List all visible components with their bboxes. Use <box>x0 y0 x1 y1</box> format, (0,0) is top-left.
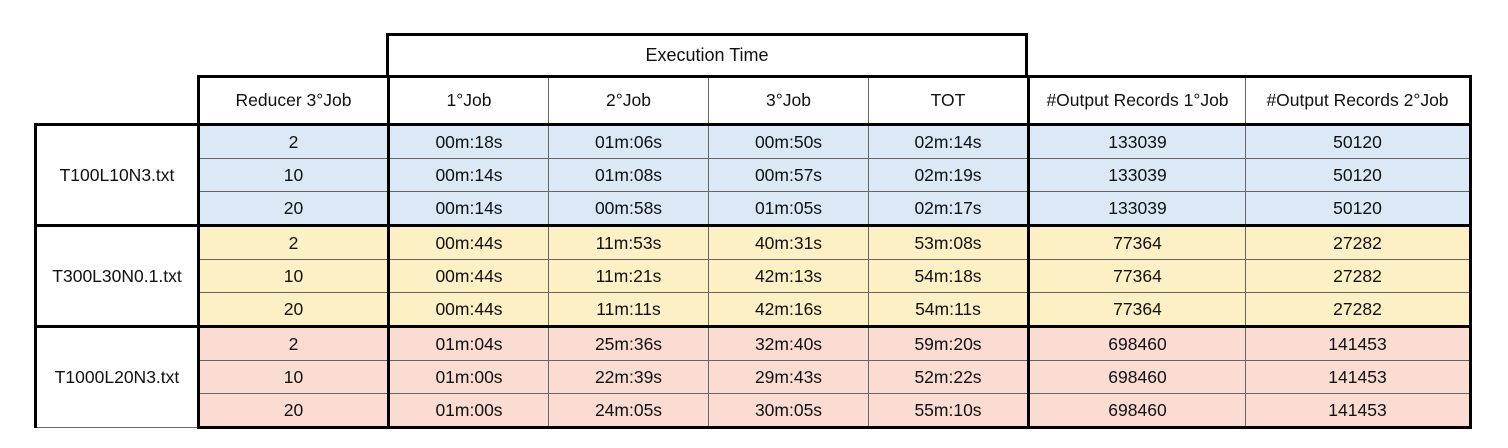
total-time-cell: 54m:18s <box>868 259 1030 293</box>
total-time-cell: 55m:10s <box>868 393 1030 429</box>
output-records-2-cell: 27282 <box>1245 259 1472 293</box>
job2-time-cell: 11m:53s <box>548 224 709 260</box>
output-records-2-cell: 27282 <box>1245 224 1472 260</box>
job2-time-cell: 25m:36s <box>548 325 709 361</box>
reducer-cell: 2 <box>197 325 389 361</box>
job2-time-cell: 22m:39s <box>548 360 709 394</box>
job3-time-cell: 40m:31s <box>708 224 869 260</box>
col-header-output-records-1: #Output Records 1°Job <box>1028 75 1246 126</box>
job1-time-cell: 00m:14s <box>387 191 549 227</box>
output-records-1-cell: 698460 <box>1028 325 1246 361</box>
output-records-1-cell: 133039 <box>1028 191 1246 227</box>
output-records-1-cell: 133039 <box>1028 123 1246 159</box>
job2-time-cell: 00m:58s <box>548 191 709 227</box>
job1-time-cell: 00m:44s <box>387 292 549 328</box>
col-header-reducer: Reducer 3°Job <box>197 75 389 126</box>
table-row: 10 01m:00s 22m:39s 29m:43s 52m:22s 69846… <box>36 360 1472 394</box>
output-records-1-cell: 698460 <box>1028 360 1246 394</box>
job1-time-cell: 00m:44s <box>387 224 549 260</box>
table-row: 10 00m:14s 01m:08s 00m:57s 02m:19s 13303… <box>36 158 1472 192</box>
output-records-1-cell: 698460 <box>1028 393 1246 429</box>
reducer-cell: 20 <box>197 191 389 227</box>
total-time-cell: 02m:14s <box>868 123 1030 159</box>
job3-time-cell: 00m:57s <box>708 158 869 192</box>
job2-time-cell: 11m:11s <box>548 292 709 328</box>
total-time-cell: 53m:08s <box>868 224 1030 260</box>
job2-time-cell: 11m:21s <box>548 259 709 293</box>
table-row: 10 00m:44s 11m:21s 42m:13s 54m:18s 77364… <box>36 259 1472 293</box>
results-table: Reducer 3°Job 1°Job 2°Job 3°Job TOT #Out… <box>34 75 1472 429</box>
col-header-tot: TOT <box>868 75 1030 126</box>
output-records-2-cell: 27282 <box>1245 292 1472 328</box>
corner-cell <box>35 76 199 125</box>
job1-time-cell: 01m:00s <box>387 360 549 394</box>
output-records-1-cell: 77364 <box>1028 224 1246 260</box>
reducer-cell: 2 <box>197 224 389 260</box>
execution-time-header: Execution Time <box>386 33 1028 76</box>
total-time-cell: 02m:17s <box>868 191 1030 227</box>
col-header-output-records-2: #Output Records 2°Job <box>1245 75 1472 126</box>
total-time-cell: 54m:11s <box>868 292 1030 328</box>
table-body: T100L10N3.txt 2 00m:18s 01m:06s 00m:50s … <box>34 123 1472 429</box>
reducer-cell: 2 <box>197 123 389 159</box>
job3-time-cell: 42m:13s <box>708 259 869 293</box>
job1-time-cell: 00m:14s <box>387 158 549 192</box>
job3-time-cell: 00m:50s <box>708 123 869 159</box>
table-row: T100L10N3.txt 2 00m:18s 01m:06s 00m:50s … <box>34 123 1472 226</box>
output-records-1-cell: 77364 <box>1028 292 1246 328</box>
job3-time-cell: 42m:16s <box>708 292 869 328</box>
job2-time-cell: 01m:06s <box>548 123 709 159</box>
output-records-2-cell: 50120 <box>1245 158 1472 192</box>
total-time-cell: 52m:22s <box>868 360 1030 394</box>
table-row: 20 00m:14s 00m:58s 01m:05s 02m:17s 13303… <box>36 191 1472 227</box>
job2-time-cell: 01m:08s <box>548 158 709 192</box>
col-header-job2: 2°Job <box>548 75 709 126</box>
total-time-cell: 02m:19s <box>868 158 1030 192</box>
output-records-1-cell: 77364 <box>1028 259 1246 293</box>
output-records-2-cell: 141453 <box>1245 325 1472 361</box>
col-header-job3: 3°Job <box>708 75 869 126</box>
reducer-cell: 20 <box>197 393 389 429</box>
job1-time-cell: 01m:00s <box>387 393 549 429</box>
output-records-2-cell: 50120 <box>1245 123 1472 159</box>
file-name-cell: T300L30N0.1.txt <box>34 224 200 327</box>
reducer-cell: 10 <box>197 158 389 192</box>
col-header-job1: 1°Job <box>387 75 549 126</box>
output-records-2-cell: 50120 <box>1245 191 1472 227</box>
job3-time-cell: 29m:43s <box>708 360 869 394</box>
table-row: T300L30N0.1.txt 2 00m:44s 11m:53s 40m:31… <box>34 224 1472 327</box>
job1-time-cell: 00m:44s <box>387 259 549 293</box>
table-row: 20 00m:44s 11m:11s 42m:16s 54m:11s 77364… <box>36 292 1472 328</box>
job1-time-cell: 01m:04s <box>387 325 549 361</box>
output-records-1-cell: 133039 <box>1028 158 1246 192</box>
output-records-2-cell: 141453 <box>1245 393 1472 429</box>
job3-time-cell: 32m:40s <box>708 325 869 361</box>
table-row: T1000L20N3.txt 2 01m:04s 25m:36s 32m:40s… <box>34 325 1472 428</box>
total-time-cell: 59m:20s <box>868 325 1030 361</box>
file-name-cell: T100L10N3.txt <box>34 123 200 226</box>
job1-time-cell: 00m:18s <box>387 123 549 159</box>
output-records-2-cell: 141453 <box>1245 360 1472 394</box>
job3-time-cell: 30m:05s <box>708 393 869 429</box>
header-row: Reducer 3°Job 1°Job 2°Job 3°Job TOT #Out… <box>35 75 1472 126</box>
job2-time-cell: 24m:05s <box>548 393 709 429</box>
reducer-cell: 10 <box>197 259 389 293</box>
reducer-cell: 10 <box>197 360 389 394</box>
reducer-cell: 20 <box>197 292 389 328</box>
table-row: 20 01m:00s 24m:05s 30m:05s 55m:10s 69846… <box>36 393 1472 429</box>
job3-time-cell: 01m:05s <box>708 191 869 227</box>
file-name-cell: T1000L20N3.txt <box>34 325 200 428</box>
